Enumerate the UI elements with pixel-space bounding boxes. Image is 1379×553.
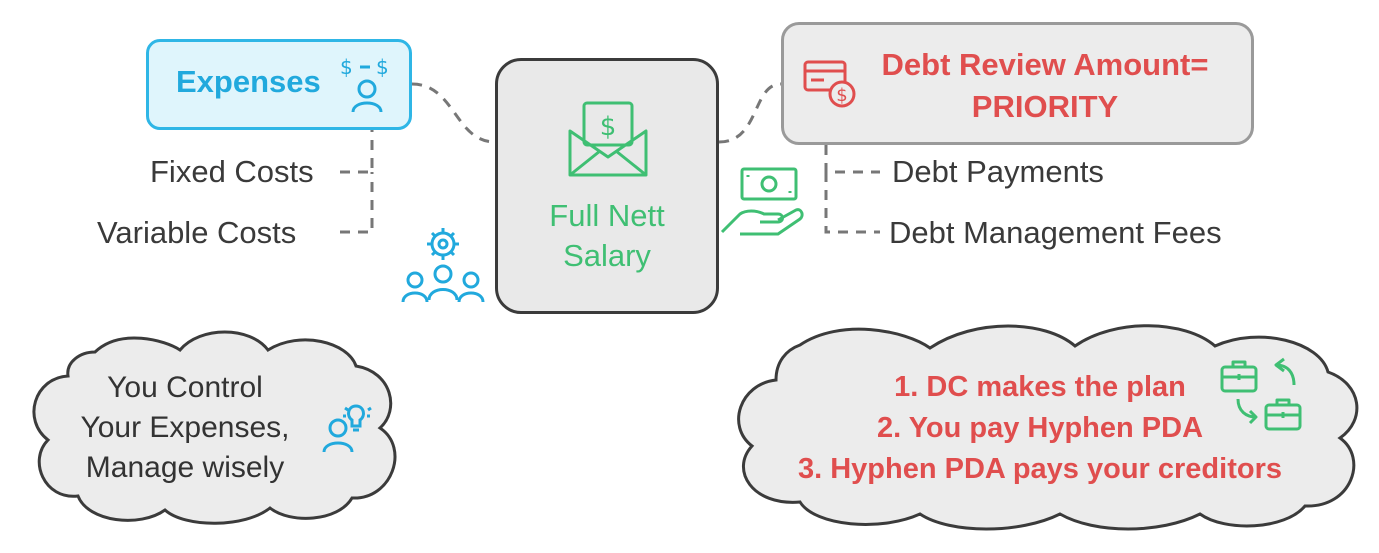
connector-fixed-costs xyxy=(340,130,374,174)
branch-debt-management-fees: Debt Management Fees xyxy=(889,215,1222,250)
debt-review-title: Debt Review Amount= PRIORITY xyxy=(881,47,1209,124)
salary-label: Full Nett Salary xyxy=(549,198,665,273)
debt-review-node xyxy=(781,22,1254,145)
expenses-node xyxy=(146,39,412,130)
money-person-icon: $ $ xyxy=(340,55,389,113)
branch-fixed-costs: Fixed Costs xyxy=(150,154,314,189)
connector-expenses-salary xyxy=(411,82,496,144)
svg-text:$: $ xyxy=(836,85,847,106)
step-1: 1. DC makes the plan xyxy=(894,371,1186,403)
branch-variable-costs: Variable Costs xyxy=(97,215,297,250)
cloud-right xyxy=(737,324,1359,531)
connectors xyxy=(340,82,880,234)
briefcase-exchange-icon xyxy=(1220,357,1302,431)
cloud-left-text: You Control Your Expenses, Manage wisely xyxy=(80,371,290,484)
svg-text:$: $ xyxy=(376,55,389,79)
connector-salary-debt xyxy=(718,82,782,144)
connector-debt-fees xyxy=(824,172,880,234)
salary-envelope-icon: $ xyxy=(568,101,648,177)
hand-cash-icon xyxy=(720,167,804,236)
svg-text:$: $ xyxy=(600,112,617,142)
cloud-left xyxy=(32,330,397,525)
step-3: 3. Hyphen PDA pays your creditors xyxy=(797,453,1282,485)
connector-variable-costs xyxy=(340,172,374,234)
person-idea-icon xyxy=(322,404,372,453)
connector-debt-payments xyxy=(824,145,880,174)
svg-text:$: $ xyxy=(340,55,353,79)
team-gear-icon xyxy=(401,228,485,303)
salary-node xyxy=(495,58,719,314)
step-2: 2. You pay Hyphen PDA xyxy=(876,412,1204,444)
credit-card-dollar-icon: $ xyxy=(803,60,856,108)
branch-debt-payments: Debt Payments xyxy=(892,154,1104,189)
cloud-right-steps: 1. DC makes the plan 2. You pay Hyphen P… xyxy=(760,367,1320,490)
expenses-title: Expenses xyxy=(176,64,321,99)
